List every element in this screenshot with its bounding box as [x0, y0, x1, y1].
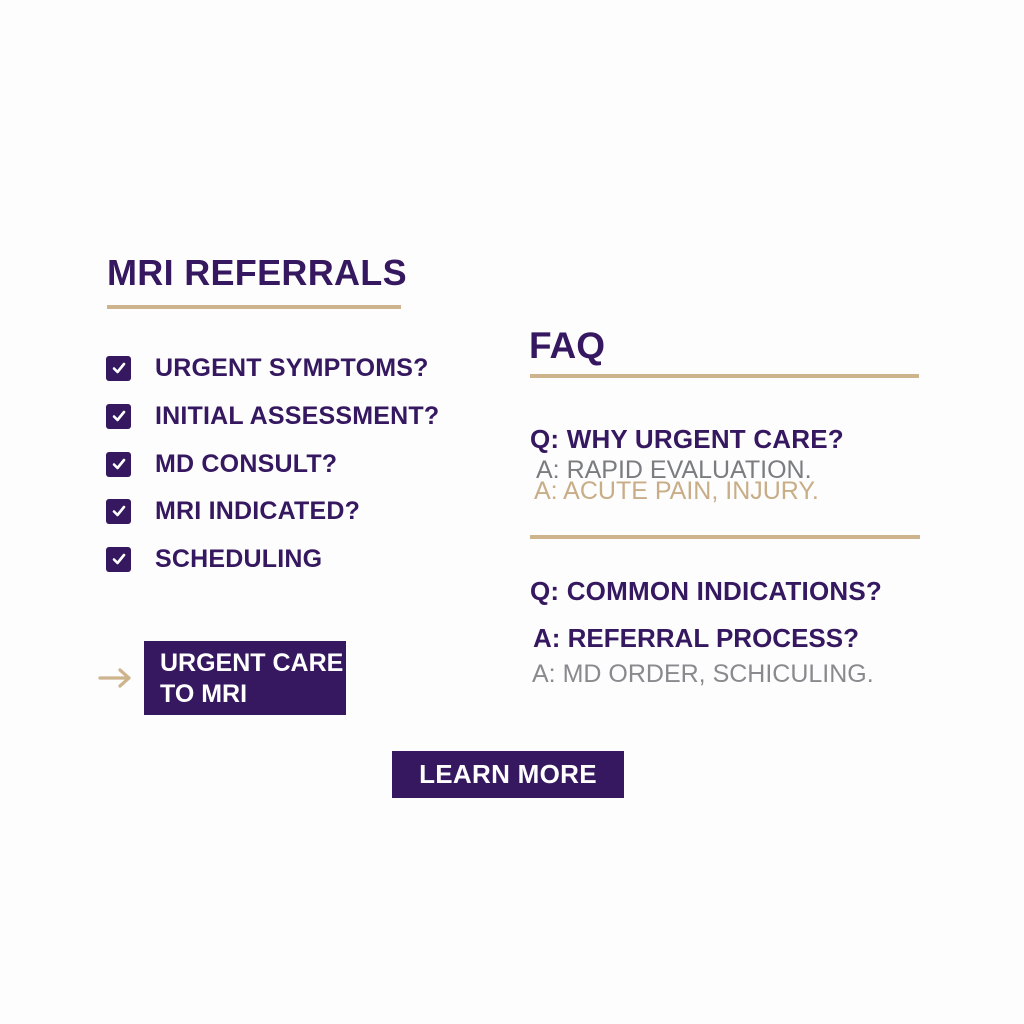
cta-line-1: URGENT CARE [160, 649, 344, 677]
arrow-right-icon [98, 668, 131, 688]
faq-divider [530, 374, 919, 378]
checklist-item[interactable]: SCHEDULING [106, 544, 323, 573]
faq-item-divider [530, 535, 920, 539]
checklist-label: SCHEDULING [155, 544, 323, 573]
faq-answer: A: REFERRAL PROCESS? [533, 623, 859, 653]
faq-answer: A: MD ORDER, SCHICULING. [532, 660, 874, 688]
urgent-care-to-mri-button[interactable]: URGENT CARE TO MRI [144, 641, 346, 715]
checklist-item[interactable]: URGENT SYMPTOMS? [106, 353, 429, 382]
checkbox-checked-icon[interactable] [106, 355, 131, 381]
checklist-label: URGENT SYMPTOMS? [155, 353, 429, 382]
faq-answer: A: RAPID EVALUATION. [536, 456, 812, 484]
checkbox-checked-icon[interactable] [106, 546, 131, 572]
referrals-divider [107, 305, 401, 309]
faq-answer: A: ACUTE PAIN, INJURY. [534, 477, 819, 505]
checkbox-checked-icon[interactable] [106, 451, 131, 477]
faq-question[interactable]: Q: WHY URGENT CARE? [530, 424, 844, 454]
checkbox-checked-icon[interactable] [106, 403, 131, 429]
checklist-item[interactable]: MRI INDICATED? [106, 496, 361, 525]
checklist-label: MRI INDICATED? [155, 496, 361, 525]
referrals-title: MRI REFERRALS [107, 252, 407, 293]
faq-question[interactable]: Q: COMMON INDICATIONS? [530, 576, 882, 606]
checklist-label: INITIAL ASSESSMENT? [155, 401, 440, 430]
checklist-item[interactable]: INITIAL ASSESSMENT? [106, 401, 440, 430]
checklist-label: MD CONSULT? [155, 449, 338, 478]
checkbox-checked-icon[interactable] [106, 498, 131, 524]
faq-title: FAQ [529, 325, 606, 366]
checklist-item[interactable]: MD CONSULT? [106, 449, 338, 478]
cta-line-2: TO MRI [160, 680, 248, 708]
learn-more-button[interactable]: LEARN MORE [392, 751, 624, 798]
